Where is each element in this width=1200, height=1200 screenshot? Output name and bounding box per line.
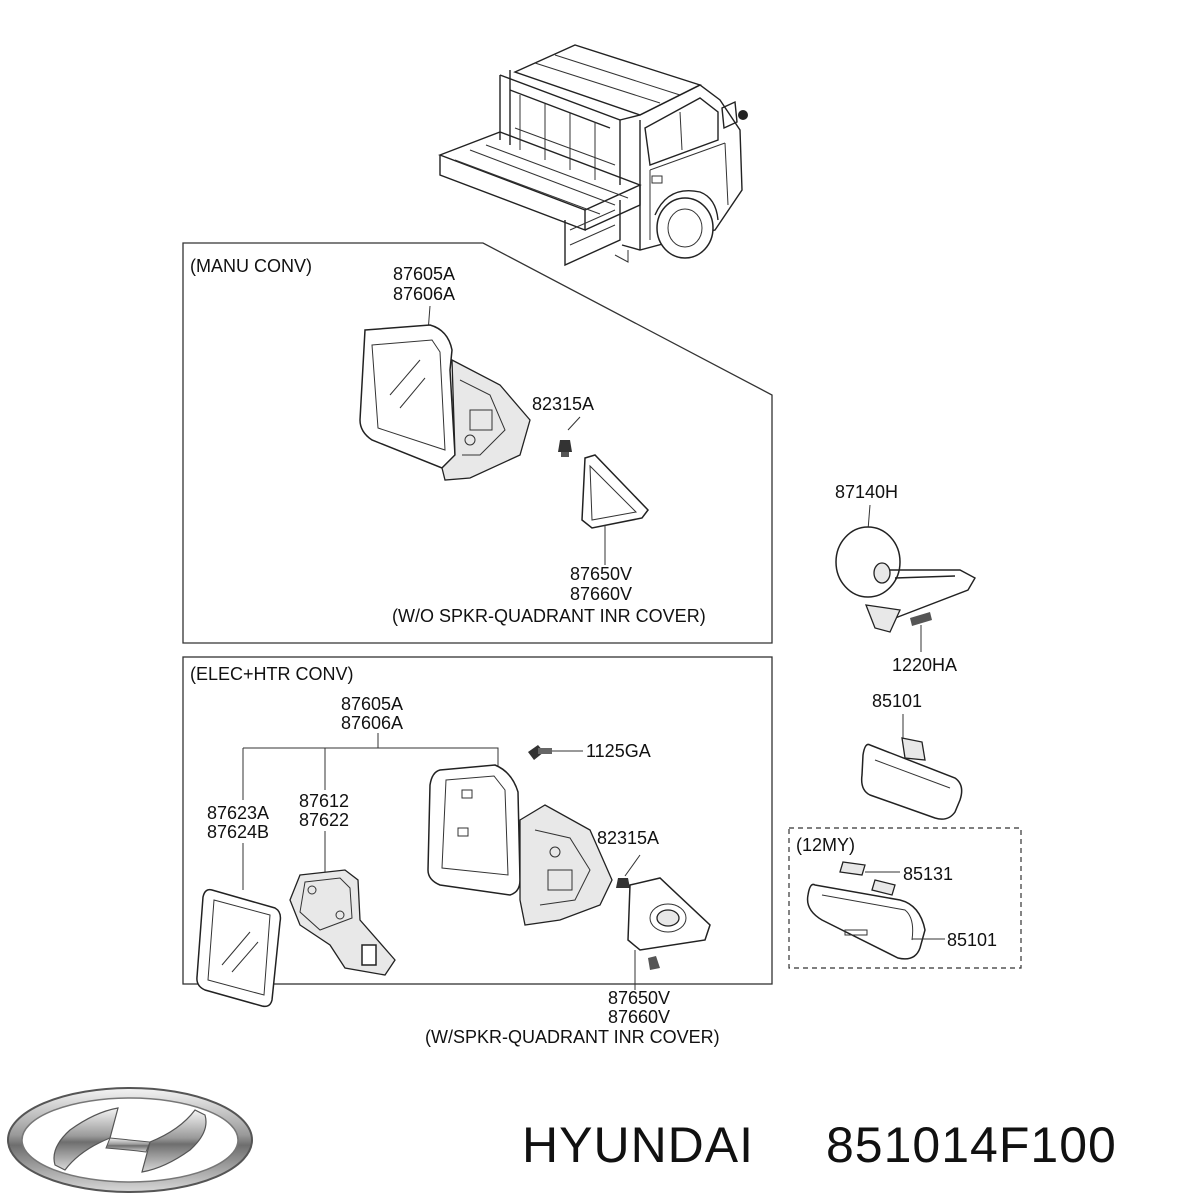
label-87622: 87622 [299, 810, 349, 830]
quadrant-cover-manu [581, 454, 649, 529]
label-87660V-elec: 87660V [608, 1007, 670, 1027]
label-87605A-manu: 87605A [393, 264, 455, 284]
label-87140H: 87140H [835, 482, 898, 502]
bolt-1220HA [910, 612, 932, 626]
screw-82315A-elec [616, 878, 630, 888]
manual-side-mirror [359, 324, 531, 481]
mirror-glass-87623A [196, 888, 282, 1008]
label-1125GA: 1125GA [586, 741, 651, 761]
auto-dimming-mirror-85101 [806, 883, 926, 960]
manu-conv-section: (MANU CONV) 87605A 87606A 82315A 876 [182, 242, 773, 644]
elec-cover-note: (W/SPKR-QUADRANT INR COVER) [425, 1027, 720, 1047]
my12-section: (12MY) 85131 85101 [788, 827, 1022, 969]
bolt-1125GA [528, 745, 552, 760]
label-87612: 87612 [299, 791, 349, 811]
manu-cover-note: (W/O SPKR-QUADRANT INR COVER) [392, 606, 706, 626]
label-87650V-manu: 87650V [570, 564, 632, 584]
hyundai-logo-icon [7, 1087, 253, 1193]
label-1220HA: 1220HA [892, 655, 957, 675]
convex-mirror-assembly: 87140H 1220HA [835, 482, 976, 675]
label-87605A-elec: 87605A [341, 694, 403, 714]
label-87660V-manu: 87660V [570, 584, 632, 604]
label-85131: 85131 [903, 864, 953, 884]
mirror-actuator-87612 [289, 869, 396, 976]
inside-mirror-assembly: 85101 [860, 691, 963, 820]
label-87606A-manu: 87606A [393, 284, 455, 304]
footer-part-number: 851014F100 [826, 1117, 1117, 1173]
label-87623A: 87623A [207, 803, 269, 823]
manu-section-title: (MANU CONV) [190, 256, 312, 276]
label-85101-12my: 85101 [947, 930, 997, 950]
elec-conv-section: (ELEC+HTR CONV) 87605A 87606A 1125GA 876… [182, 656, 773, 1047]
screw-82315A-manu [558, 440, 572, 457]
label-85101: 85101 [872, 691, 922, 711]
quadrant-cover-elec [627, 877, 711, 970]
label-87650V-elec: 87650V [608, 988, 670, 1008]
my12-section-title: (12MY) [796, 835, 855, 855]
label-87606A-elec: 87606A [341, 713, 403, 733]
label-82315A-elec: 82315A [597, 828, 659, 848]
footer-brand: HYUNDAI [522, 1117, 754, 1173]
electric-side-mirror [427, 764, 613, 926]
mirror-cover-85131 [839, 861, 896, 896]
label-82315A-manu: 82315A [532, 394, 594, 414]
label-87624B: 87624B [207, 822, 269, 842]
elec-section-title: (ELEC+HTR CONV) [190, 664, 354, 684]
truck-illustration [438, 44, 748, 267]
